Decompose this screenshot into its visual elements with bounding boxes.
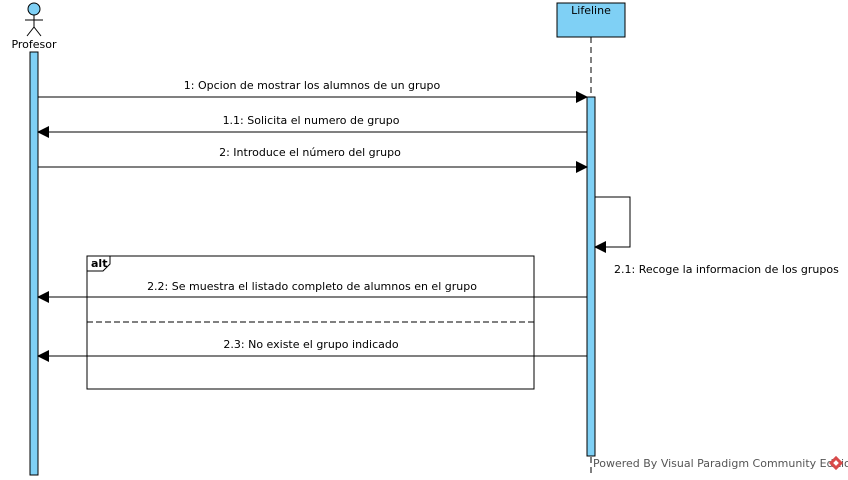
profesor-activation-bar — [29, 51, 39, 476]
message-2-3[interactable]: 2.3: No existe el grupo indicado — [37, 338, 587, 362]
message-2-1-arrow — [594, 196, 631, 253]
lifeline-box — [556, 2, 626, 38]
message-2-3-label: 2.3: No existe el grupo indicado — [223, 338, 398, 351]
message-2-label: 2: Introduce el número del grupo — [219, 146, 401, 159]
message-1[interactable]: 1: Opcion de mostrar los alumnos de un g… — [38, 79, 588, 103]
footer-watermark: Powered By Visual Paradigm Community Edi… — [593, 455, 848, 471]
alt-operator-label: alt — [91, 257, 107, 270]
message-1-label: 1: Opcion de mostrar los alumnos de un g… — [184, 79, 441, 92]
alt-fragment-tab — [86, 255, 111, 272]
message-1-1[interactable]: 1.1: Solicita el numero de grupo — [37, 114, 587, 138]
message-2-1-label: 2.1: Recoge la informacion de los grupos — [614, 263, 839, 276]
alt-fragment[interactable]: alt — [86, 255, 535, 390]
lifeline-label: Lifeline — [571, 4, 611, 17]
actor-label: Profesor — [11, 38, 57, 51]
actor-right-leg — [33, 26, 42, 37]
visual-paradigm-logo-icon — [828, 455, 844, 471]
lifeline-header[interactable]: Lifeline — [556, 2, 626, 38]
message-2[interactable]: 2: Introduce el número del grupo — [38, 146, 588, 173]
footer-text: Powered By Visual Paradigm Community Edi… — [593, 457, 848, 470]
message-2-1-self[interactable]: 2.1: Recoge la informacion de los grupos — [594, 196, 839, 276]
message-2-2[interactable]: 2.2: Se muestra el listado completo de a… — [37, 280, 587, 303]
actor-left-leg — [26, 26, 35, 37]
actor-head — [27, 2, 41, 16]
actor-profesor[interactable]: Profesor — [11, 2, 57, 51]
lifeline-activation-bar — [586, 96, 596, 457]
message-2-2-label: 2.2: Se muestra el listado completo de a… — [147, 280, 477, 293]
message-1-1-label: 1.1: Solicita el numero de grupo — [223, 114, 400, 127]
